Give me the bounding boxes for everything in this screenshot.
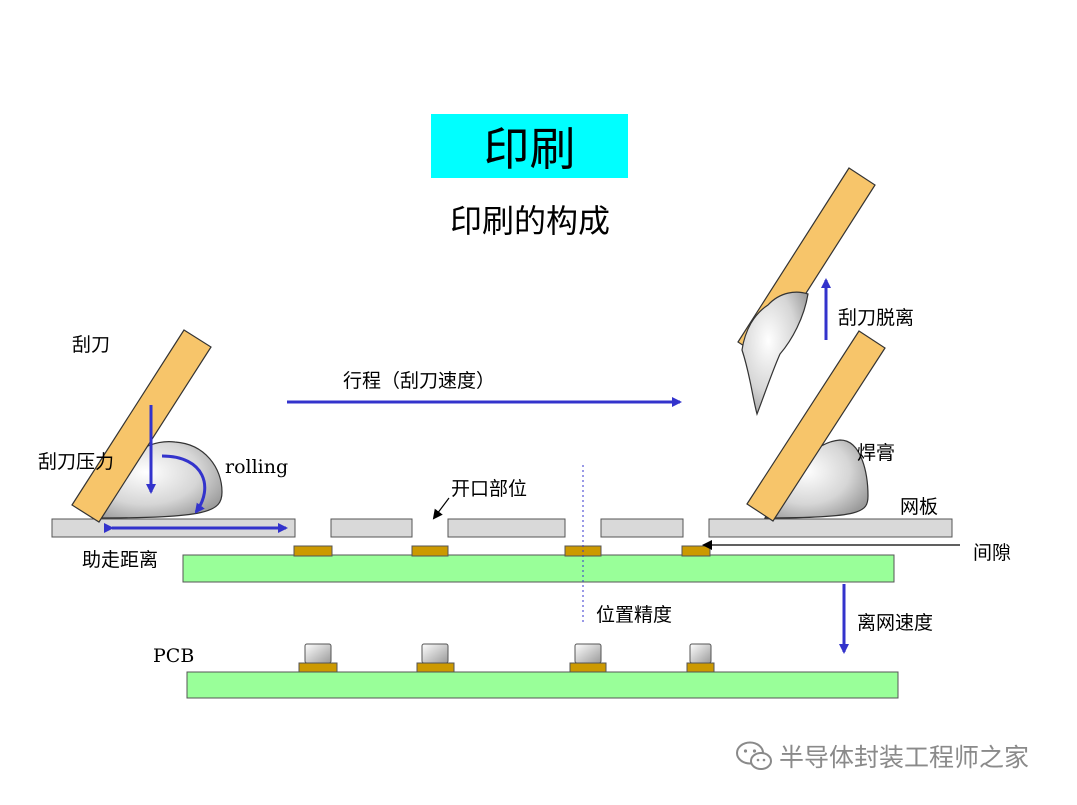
label-squeegee-lift: 刮刀脱离 <box>838 307 915 329</box>
printed-deposits <box>304 643 712 664</box>
label-run-distance: 助走距离 <box>82 549 159 571</box>
deposit <box>304 643 332 664</box>
squeegee-left <box>71 329 212 523</box>
watermark: 半导体封装工程师之家 <box>735 738 1029 774</box>
label-rolling: rolling <box>225 456 289 478</box>
opening-pointer <box>432 497 450 520</box>
label-opening: 开口部位 <box>451 478 528 500</box>
pad <box>293 545 333 557</box>
label-stroke: 行程（刮刀速度） <box>343 370 496 392</box>
label-position-accuracy: 位置精度 <box>596 604 673 626</box>
deposit <box>421 643 449 664</box>
label-pcb: PCB <box>153 645 195 667</box>
rolling-arrow <box>161 454 207 514</box>
watermark-text: 半导体封装工程师之家 <box>779 743 1030 772</box>
pad <box>416 662 455 673</box>
wechat-icon <box>736 741 772 770</box>
pads-lower <box>298 662 715 673</box>
dripping-paste <box>741 291 809 416</box>
label-separation-speed: 离网速度 <box>857 612 934 634</box>
pad <box>681 545 711 557</box>
squeegee-right <box>746 330 886 522</box>
deposit <box>689 643 712 664</box>
stencil-segment <box>330 518 413 538</box>
pad <box>411 545 449 557</box>
label-stencil: 网板 <box>900 496 939 518</box>
page-title: 印刷 <box>431 114 628 178</box>
stencil-segment <box>708 518 953 538</box>
label-solder-paste: 焊膏 <box>857 442 896 464</box>
label-squeegee: 刮刀 <box>72 334 111 356</box>
pad <box>298 662 338 673</box>
pad <box>569 662 607 673</box>
label-gap: 间隙 <box>973 542 1012 564</box>
label-squeegee-pressure: 刮刀压力 <box>38 451 115 473</box>
stencil-segment <box>600 518 684 538</box>
deposit <box>574 643 602 664</box>
pcb-board-upper <box>182 554 895 583</box>
pad <box>686 662 715 673</box>
stencil-segment <box>447 518 566 538</box>
pcb-board-lower <box>186 671 899 699</box>
page-subtitle: 印刷的构成 <box>450 202 611 240</box>
